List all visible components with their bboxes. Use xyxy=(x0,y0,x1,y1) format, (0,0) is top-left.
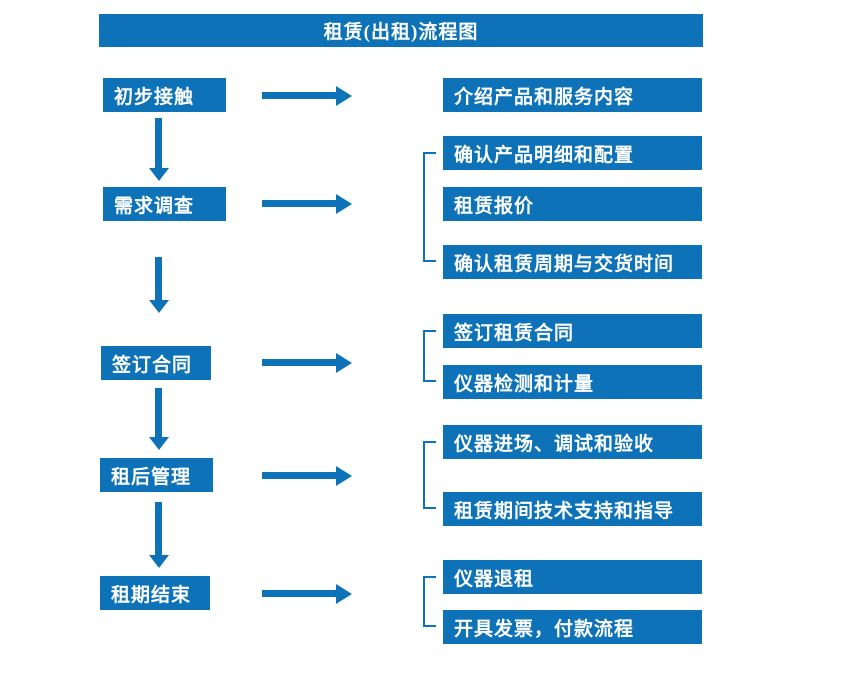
arrow-down-step4-step5 xyxy=(148,502,169,568)
step-box-rental-end: 租期结束 xyxy=(100,576,210,610)
detail-box-instrument-testing: 仪器检测和计量 xyxy=(443,365,702,399)
bracket-group-sign-contract xyxy=(423,330,436,382)
detail-box-confirm-product-config: 确认产品明细和配置 xyxy=(443,136,702,170)
step-box-demand-survey: 需求调查 xyxy=(103,187,226,221)
bracket-group-rental-end xyxy=(423,576,436,627)
detail-box-instrument-return: 仪器退租 xyxy=(443,560,702,594)
detail-box-instrument-setup: 仪器进场、调试和验收 xyxy=(443,425,702,459)
detail-box-sign-rental-contract: 签订租赁合同 xyxy=(443,314,702,348)
arrow-down-step2-step3 xyxy=(148,257,169,313)
detail-box-introduce-products: 介绍产品和服务内容 xyxy=(443,78,702,112)
step-box-post-rental-management: 租后管理 xyxy=(100,458,213,492)
arrow-down-step3-step4 xyxy=(148,388,169,450)
bracket-group-demand-survey xyxy=(423,152,436,262)
arrow-right-step2 xyxy=(262,193,352,214)
arrow-right-step4 xyxy=(262,465,352,486)
step-box-initial-contact: 初步接触 xyxy=(103,78,226,112)
arrow-down-step1-step2 xyxy=(148,118,169,181)
detail-box-tech-support: 租赁期间技术支持和指导 xyxy=(443,492,702,526)
detail-box-invoice-payment: 开具发票，付款流程 xyxy=(443,610,702,644)
detail-box-rental-quotation: 租赁报价 xyxy=(443,187,702,221)
arrow-right-step5 xyxy=(262,583,352,604)
flowchart-title: 租赁(出租)流程图 xyxy=(99,14,703,47)
arrow-right-step3 xyxy=(262,352,352,373)
step-box-sign-contract: 签订合同 xyxy=(101,346,211,380)
bracket-group-post-rental xyxy=(423,441,436,509)
arrow-right-step1 xyxy=(262,85,352,106)
detail-box-confirm-period-delivery: 确认租赁周期与交货时间 xyxy=(443,245,702,279)
